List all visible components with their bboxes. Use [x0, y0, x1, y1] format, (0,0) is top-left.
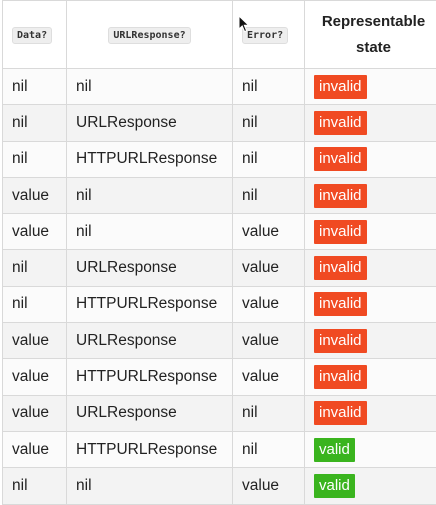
- cell-data: nil: [2, 249, 67, 287]
- cell-data: nil: [2, 467, 67, 505]
- cell-state: valid: [304, 467, 436, 505]
- cell-data: value: [2, 394, 67, 432]
- cell-data: value: [2, 322, 67, 360]
- state-badge: invalid: [314, 74, 367, 99]
- cell-data: value: [2, 358, 67, 396]
- cell-response: HTTPURLResponse: [66, 285, 233, 324]
- cell-error: nil: [232, 394, 305, 432]
- cell-state: invalid: [304, 67, 436, 106]
- cell-state: invalid: [304, 285, 436, 324]
- cell-response: HTTPURLResponse: [66, 430, 233, 469]
- cell-error: value: [232, 358, 305, 396]
- cell-response: HTTPURLResponse: [66, 140, 233, 178]
- state-badge: invalid: [314, 365, 367, 390]
- state-badge: invalid: [314, 147, 367, 172]
- header-error-code: Error?: [242, 27, 289, 44]
- state-badge: invalid: [314, 328, 367, 353]
- cell-response: HTTPURLResponse: [66, 358, 233, 396]
- cell-state: invalid: [304, 249, 436, 287]
- state-badge: invalid: [314, 110, 367, 135]
- cell-response: nil: [66, 213, 233, 251]
- cell-state: invalid: [304, 176, 436, 215]
- state-badge: invalid: [314, 219, 367, 244]
- state-badge: invalid: [314, 256, 367, 281]
- cell-data: value: [2, 430, 67, 469]
- cell-error: value: [232, 213, 305, 251]
- cell-data: nil: [2, 285, 67, 324]
- state-badge: invalid: [314, 401, 367, 426]
- cell-response: URLResponse: [66, 394, 233, 432]
- header-urlresponse: URLResponse?: [66, 0, 233, 69]
- cell-error: value: [232, 285, 305, 324]
- mouse-pointer-icon: [238, 15, 250, 33]
- cell-state: invalid: [304, 322, 436, 360]
- cell-data: nil: [2, 104, 67, 142]
- cell-error: nil: [232, 430, 305, 469]
- cell-error: nil: [232, 104, 305, 142]
- header-representable-state: Representable state: [304, 0, 436, 69]
- cell-response: URLResponse: [66, 322, 233, 360]
- cell-response: nil: [66, 467, 233, 505]
- cell-state: invalid: [304, 104, 436, 142]
- cell-response: nil: [66, 67, 233, 106]
- header-urlresponse-code: URLResponse?: [108, 27, 191, 44]
- cell-response: nil: [66, 176, 233, 215]
- header-data-code: Data?: [12, 27, 53, 44]
- cell-state: valid: [304, 430, 436, 469]
- header-row: Data? URLResponse? Error? Representable …: [2, 0, 436, 69]
- cell-error: nil: [232, 140, 305, 178]
- cell-error: value: [232, 467, 305, 505]
- state-badge: invalid: [314, 292, 367, 317]
- cell-error: nil: [232, 176, 305, 215]
- cell-error: nil: [232, 67, 305, 106]
- cell-response: URLResponse: [66, 104, 233, 142]
- cell-data: value: [2, 213, 67, 251]
- cell-state: invalid: [304, 394, 436, 432]
- cell-data: nil: [2, 140, 67, 178]
- cell-error: value: [232, 322, 305, 360]
- cell-state: invalid: [304, 213, 436, 251]
- cell-error: value: [232, 249, 305, 287]
- cell-state: invalid: [304, 140, 436, 178]
- header-error: Error?: [232, 0, 305, 69]
- cell-response: URLResponse: [66, 249, 233, 287]
- state-badge: valid: [314, 473, 355, 498]
- state-badge: invalid: [314, 183, 367, 208]
- state-badge: valid: [314, 437, 355, 462]
- header-data: Data?: [2, 0, 67, 69]
- cell-state: invalid: [304, 358, 436, 396]
- cell-data: nil: [2, 67, 67, 106]
- cell-data: value: [2, 176, 67, 215]
